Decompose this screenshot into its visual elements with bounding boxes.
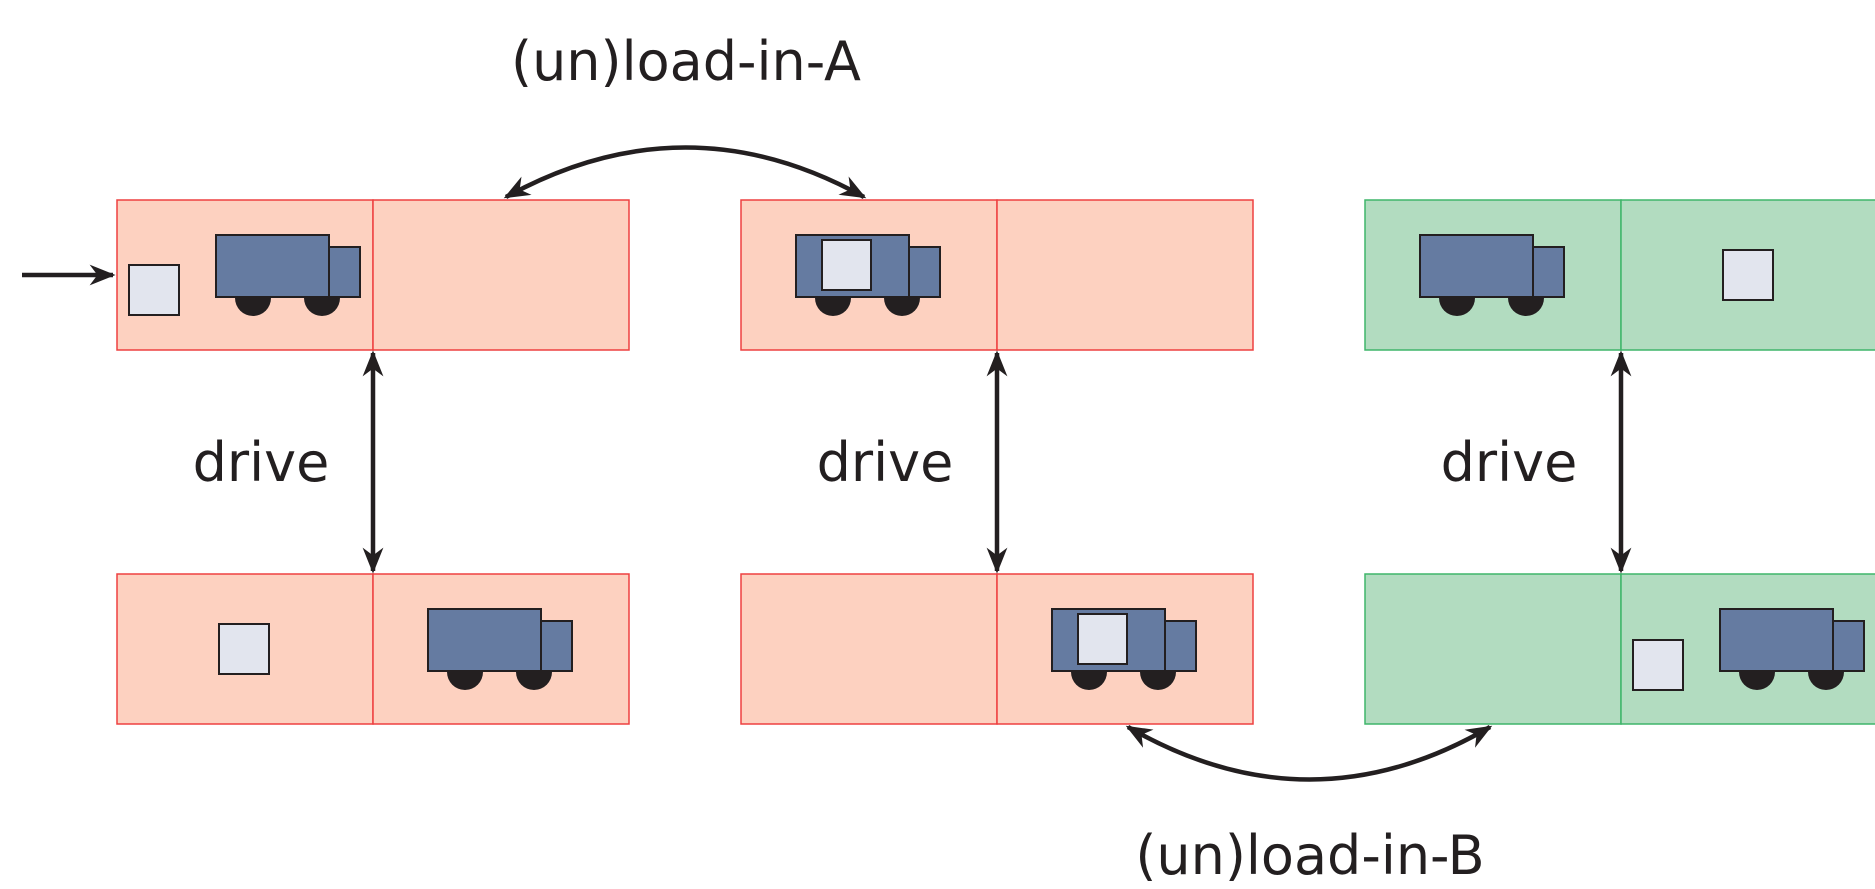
state-2-location-b	[996, 199, 1254, 351]
truck-icon	[1719, 608, 1865, 690]
truck-icon	[215, 234, 361, 316]
state-box-5	[740, 573, 1254, 725]
package-in-truck-icon	[1077, 613, 1128, 665]
truck-icon	[795, 234, 941, 316]
package-in-truck-icon	[821, 239, 872, 291]
state-box-2	[740, 199, 1254, 351]
truck-icon	[427, 608, 573, 690]
load-in-a-label: (un)load-in-A	[511, 30, 861, 93]
drive-label-2: drive	[817, 431, 954, 494]
drive-label-3: drive	[1441, 431, 1578, 494]
state-6-location-a	[1364, 573, 1622, 725]
package-icon	[128, 264, 180, 316]
truck-icon	[1051, 608, 1197, 690]
truck-icon	[1419, 234, 1565, 316]
state-box-1	[116, 199, 630, 351]
state-5-location-a	[740, 573, 998, 725]
load-in-a-arrow	[503, 145, 867, 199]
load-in-b-label: (un)load-in-B	[1135, 824, 1484, 887]
package-icon	[218, 623, 270, 675]
trucks	[215, 234, 1865, 690]
package-icon	[1722, 249, 1774, 301]
package-icon	[1632, 639, 1684, 691]
drive-label-1: drive	[193, 431, 330, 494]
load-in-b-arrow	[1125, 725, 1493, 782]
state-1-location-b	[372, 199, 630, 351]
